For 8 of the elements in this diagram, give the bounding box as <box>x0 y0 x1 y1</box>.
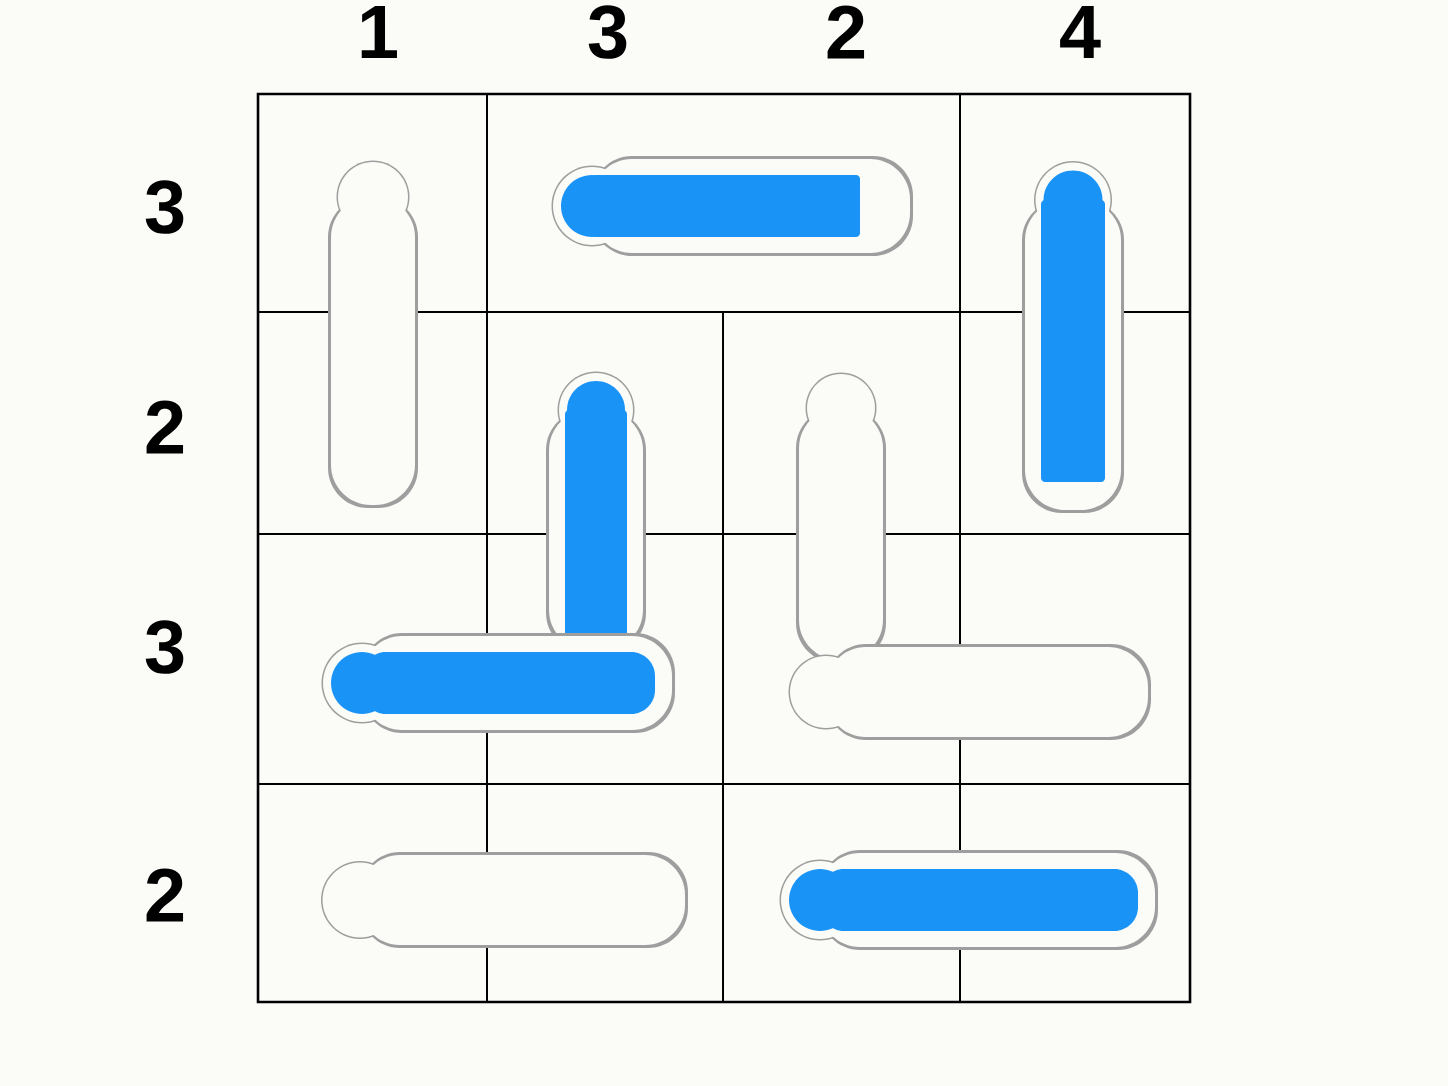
column-clue: 3 <box>588 5 627 59</box>
row-clue: 2 <box>146 868 184 922</box>
column-clue: 4 <box>1060 5 1101 59</box>
column-clue: 2 <box>827 5 865 59</box>
row-clue: 3 <box>145 180 184 234</box>
column-clue: 1 <box>361 5 397 59</box>
row-clue: 3 <box>145 620 184 674</box>
row-clue: 2 <box>146 400 184 454</box>
